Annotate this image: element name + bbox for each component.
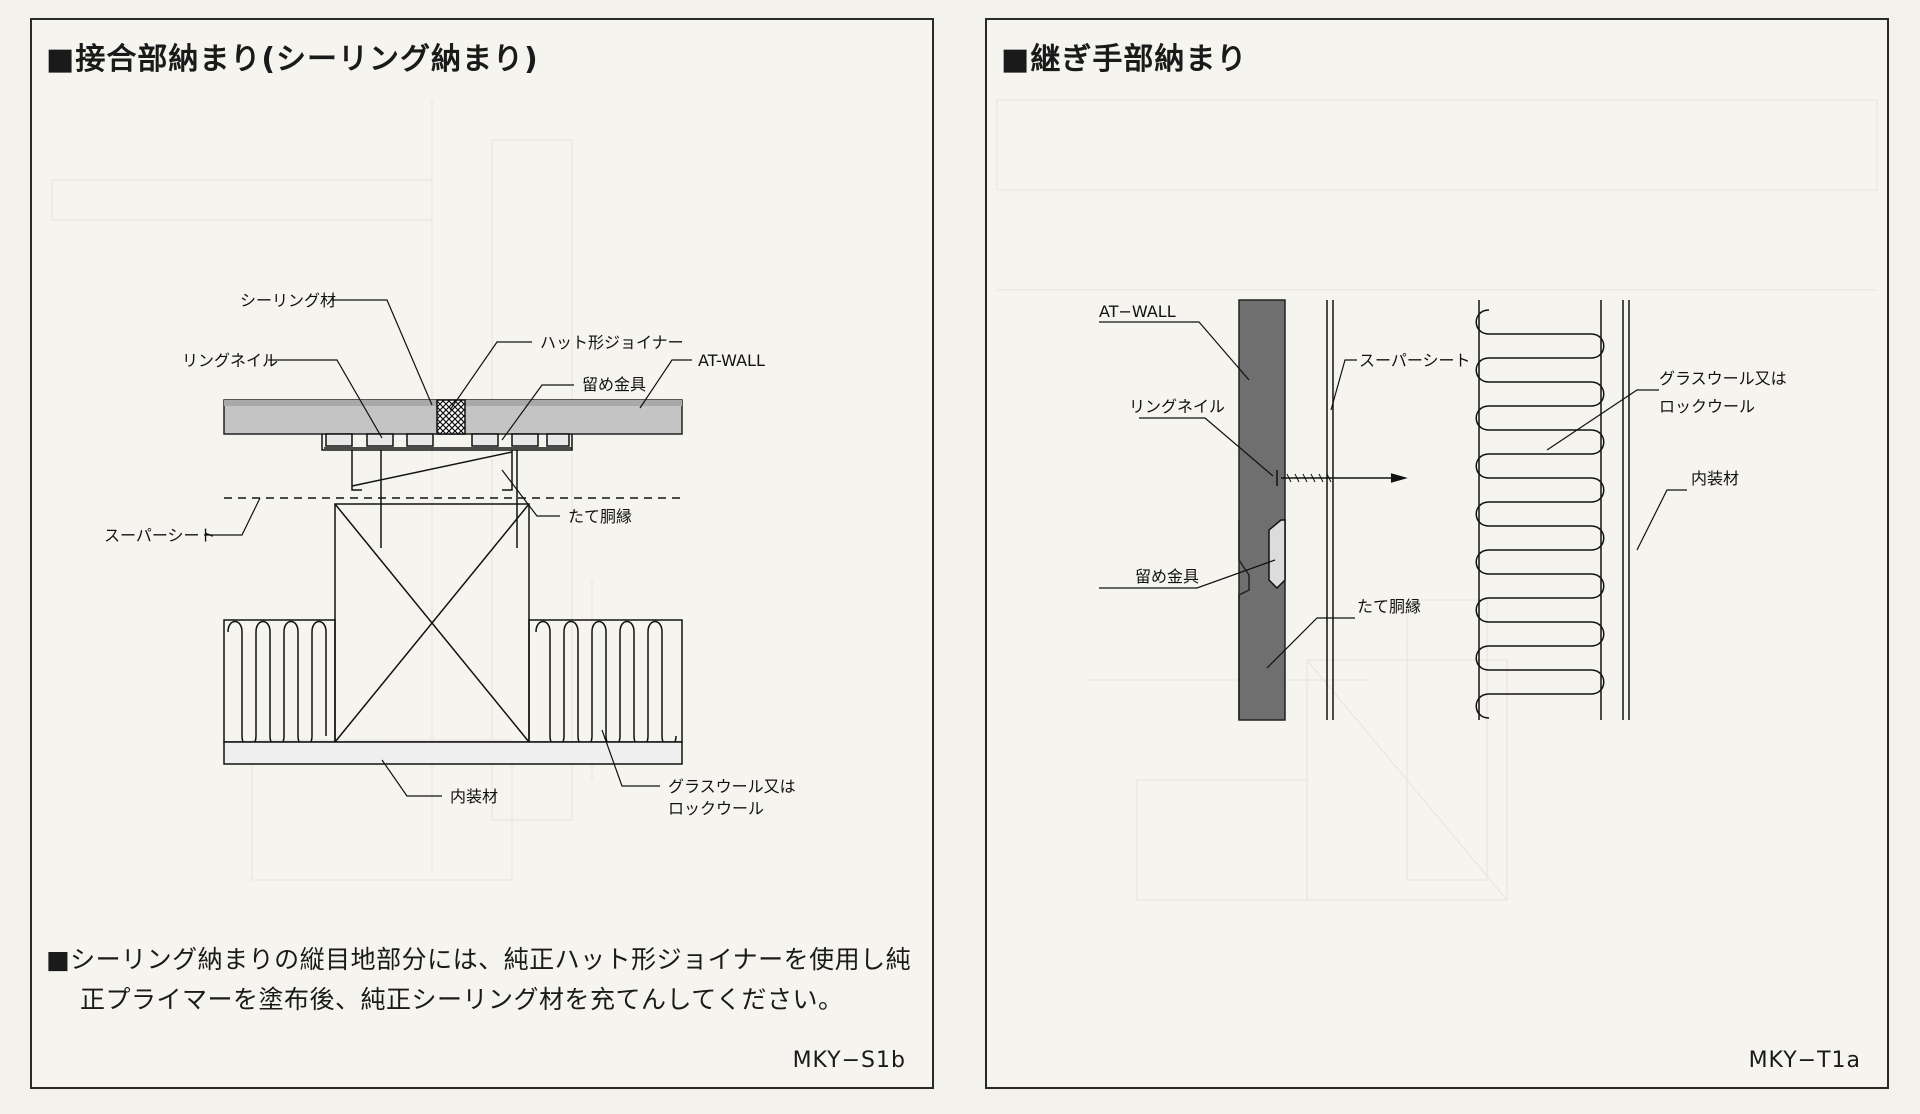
note-line-1: ■シーリング納まりの縦目地部分には、純正ハット形ジョイナーを使用し純 bbox=[46, 945, 912, 974]
sealant-block bbox=[436, 399, 466, 435]
interior-board bbox=[223, 741, 683, 765]
hat-joiner bbox=[321, 433, 573, 451]
label-furring: たて胴縁 bbox=[568, 507, 632, 526]
joint-section-diagram: AT−WALL スーパーシート リングネイル 留め金具 たて胴縁 グラスウール又… bbox=[996, 99, 1878, 901]
ring-nail bbox=[1276, 470, 1408, 486]
label-bracket: 留め金具 bbox=[582, 375, 646, 394]
label-super-sheet: スーパーシート bbox=[104, 526, 216, 545]
bracket-clip bbox=[1268, 519, 1286, 590]
insulation-right bbox=[528, 619, 683, 748]
sealing-joint-diagram: シーリング材 リングネイル ハット形ジョイナー 留め金具 AT-WALL スーパ… bbox=[51, 100, 796, 881]
label-super-sheet: スーパーシート bbox=[1359, 351, 1471, 370]
right-panel: ■継ぎ手部納まり bbox=[985, 18, 1889, 1089]
label-at-wall: AT−WALL bbox=[1099, 302, 1176, 321]
insulation bbox=[1475, 300, 1605, 720]
leader-lines bbox=[1099, 321, 1687, 669]
label-sealing: シーリング材 bbox=[240, 291, 336, 310]
label-furring: たて胴縁 bbox=[1357, 597, 1421, 616]
label-glass-wool-2: ロックウール bbox=[1659, 397, 1755, 416]
right-panel-title: ■継ぎ手部納まり bbox=[1001, 42, 1248, 77]
label-ring-nail: リングネイル bbox=[1129, 397, 1225, 416]
label-at-wall: AT-WALL bbox=[698, 351, 765, 370]
label-hat-joiner: ハット形ジョイナー bbox=[540, 333, 684, 352]
label-glass-wool-2: ロックウール bbox=[668, 799, 764, 818]
super-sheet bbox=[1326, 300, 1334, 720]
leader-lines bbox=[204, 299, 692, 797]
at-wall-board bbox=[1238, 299, 1286, 721]
ring-nails bbox=[380, 450, 518, 548]
interior-board bbox=[1622, 300, 1630, 720]
label-glass-wool-1: グラスウール又は bbox=[1659, 369, 1787, 388]
label-interior: 内装材 bbox=[450, 787, 498, 806]
brackets bbox=[351, 450, 513, 491]
left-panel-title: ■接合部納まり(シーリング納まり) bbox=[46, 42, 539, 77]
label-ring-nail: リングネイル bbox=[182, 351, 278, 370]
left-diagram-code: MKY−S1b bbox=[792, 1048, 906, 1073]
label-glass-wool-1: グラスウール又は bbox=[668, 777, 796, 796]
label-interior: 内装材 bbox=[1691, 469, 1739, 488]
left-panel: ■接合部納まり(シーリング納まり) bbox=[30, 18, 934, 1089]
left-panel-note: ■シーリング納まりの縦目地部分には、純正ハット形ジョイナーを使用し純 正プライマ… bbox=[46, 940, 926, 1020]
right-diagram-code: MKY−T1a bbox=[1748, 1048, 1861, 1073]
ghost-background bbox=[996, 99, 1878, 901]
label-bracket: 留め金具 bbox=[1135, 567, 1199, 586]
note-line-2: 正プライマーを塗布後、純正シーリング材を充てんしてください。 bbox=[80, 985, 844, 1014]
insulation-left bbox=[223, 619, 336, 748]
